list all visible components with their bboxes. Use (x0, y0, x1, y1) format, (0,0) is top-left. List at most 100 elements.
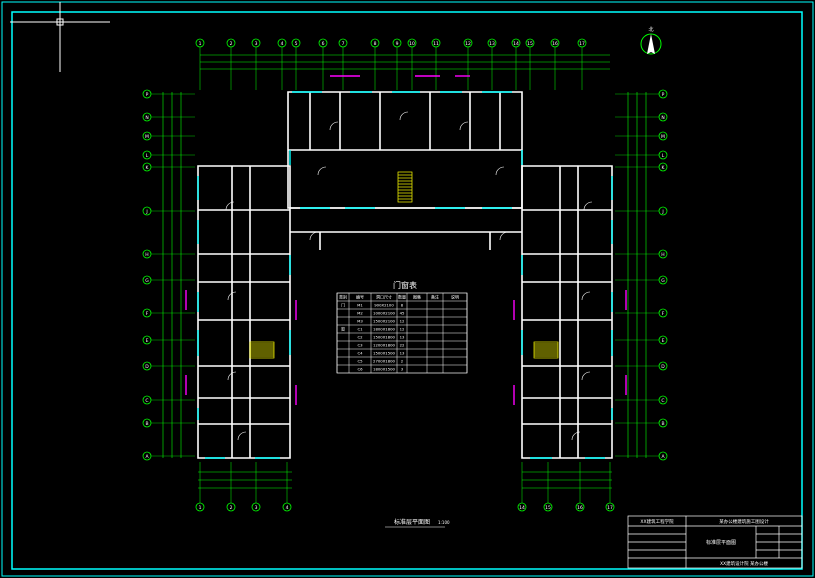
table-cell: 2700X1800 (373, 359, 396, 364)
axis-label: 14 (519, 505, 525, 511)
table-cell: 12 (400, 319, 405, 324)
top-axis-bubble: 16 (550, 38, 560, 48)
axis-label: 3 (255, 41, 258, 47)
table-header: 类别 (339, 294, 347, 300)
bottom-axis-bubble: 16 (575, 502, 585, 512)
right-axis-bubble: N (658, 112, 668, 122)
door-swing (329, 121, 339, 131)
axis-label: E (662, 338, 665, 344)
axis-label: C (661, 398, 664, 404)
right-axis-bubble: E (658, 335, 668, 345)
wall-segment (521, 165, 613, 459)
axis-label: 17 (607, 505, 613, 511)
axis-label: P (146, 92, 149, 98)
table-cell: 45 (400, 311, 405, 316)
door-window-table-title: 门窗表 (393, 280, 417, 290)
table-cell: M1 (357, 303, 363, 308)
axis-label: D (661, 364, 665, 370)
table-cell: 12 (400, 327, 405, 332)
axis-label: K (662, 165, 666, 171)
top-axis-bubble: 3 (251, 38, 261, 48)
axis-label: G (145, 278, 149, 284)
bottom-axis-bubble: 4 (282, 502, 292, 512)
top-axis-bubble: 7 (338, 38, 348, 48)
table-header: 图集 (413, 294, 421, 300)
axis-label: N (145, 115, 148, 121)
left-axis-bubble: M (142, 131, 152, 141)
axis-label: 2 (230, 505, 233, 511)
table-header: 备注 (431, 294, 439, 300)
right-axis-bubble: F (658, 308, 668, 318)
bottom-axis-bubble: 2 (226, 502, 236, 512)
table-cell: C4 (357, 351, 363, 356)
left-axis-bubble: J (142, 206, 152, 216)
bottom-dimension-lines (198, 471, 612, 489)
title-block (627, 515, 803, 569)
door-swing (495, 166, 505, 176)
axis-label: J (145, 209, 147, 215)
top-axis-bubble: 17 (577, 38, 587, 48)
table-cell: 900X2100 (374, 303, 394, 308)
axis-label: 17 (579, 41, 585, 47)
left-axis-bubble: L (142, 150, 152, 160)
axis-label: L (146, 153, 149, 159)
table-cell: 1800X1800 (373, 327, 396, 332)
table-cell: 2 (401, 359, 404, 364)
table-cell: 8 (401, 303, 404, 308)
left-axis-bubble: A (142, 451, 152, 461)
left-axis-bubble: C (142, 395, 152, 405)
axis-label: P (662, 92, 665, 98)
table-cell: C6 (357, 367, 363, 372)
table-cell: 3 (401, 367, 404, 372)
left-axis-bubble: N (142, 112, 152, 122)
table-cell: 1200X1800 (373, 343, 396, 348)
table-cell: C1 (357, 327, 363, 332)
top-axis-bubble: 9 (392, 38, 402, 48)
wall-segment (197, 165, 291, 459)
plan-title: 标准层平面图 (394, 518, 430, 526)
axis-label: N (661, 115, 664, 121)
table-cell: 窗 (341, 327, 345, 332)
door-swing (227, 371, 237, 381)
table-header: 说明 (451, 294, 459, 300)
table-cell: C5 (357, 359, 363, 364)
top-axis-bubble: 8 (370, 38, 380, 48)
right-axis-bubble: A (658, 451, 668, 461)
axis-label: H (145, 252, 148, 258)
axis-label: 14 (513, 41, 519, 47)
axis-label: 13 (489, 41, 495, 47)
bottom-axis-bubble: 17 (605, 502, 615, 512)
stair (249, 341, 275, 359)
side-dimension-lines (162, 92, 647, 458)
table-cell: 1500X1800 (373, 335, 396, 340)
building-windows (197, 91, 613, 459)
title-block-sheet-name: 标准层平面图 (706, 539, 736, 546)
table-header: 编号 (356, 294, 364, 300)
right-axis-bubble: K (658, 162, 668, 172)
axis-label: F (146, 311, 149, 317)
door-swing (399, 111, 409, 121)
axis-label: L (662, 153, 665, 159)
left-axis-bubble: E (142, 335, 152, 345)
top-axis-bubble: 13 (487, 38, 497, 48)
right-axis-bubble: H (658, 249, 668, 259)
axis-label: A (661, 454, 665, 460)
right-axis-bubble: P (658, 89, 668, 99)
title-block-project: 某办公楼建筑施工图设计 (719, 518, 769, 525)
right-axis-bubble: M (658, 131, 668, 141)
right-axis-bubble: G (658, 275, 668, 285)
axis-label: E (146, 338, 149, 344)
axis-label: 5 (295, 41, 298, 47)
left-axis-bubble: P (142, 89, 152, 99)
table-cell: M3 (357, 319, 363, 324)
axis-label: H (661, 252, 664, 258)
right-axis-bubble: B (658, 418, 668, 428)
table-cell: 13 (400, 351, 405, 356)
stairwells (249, 171, 559, 359)
bottom-axis-bubble: 3 (251, 502, 261, 512)
table-header: 洞口尺寸 (376, 294, 392, 300)
top-axis-bubble: 6 (318, 38, 328, 48)
